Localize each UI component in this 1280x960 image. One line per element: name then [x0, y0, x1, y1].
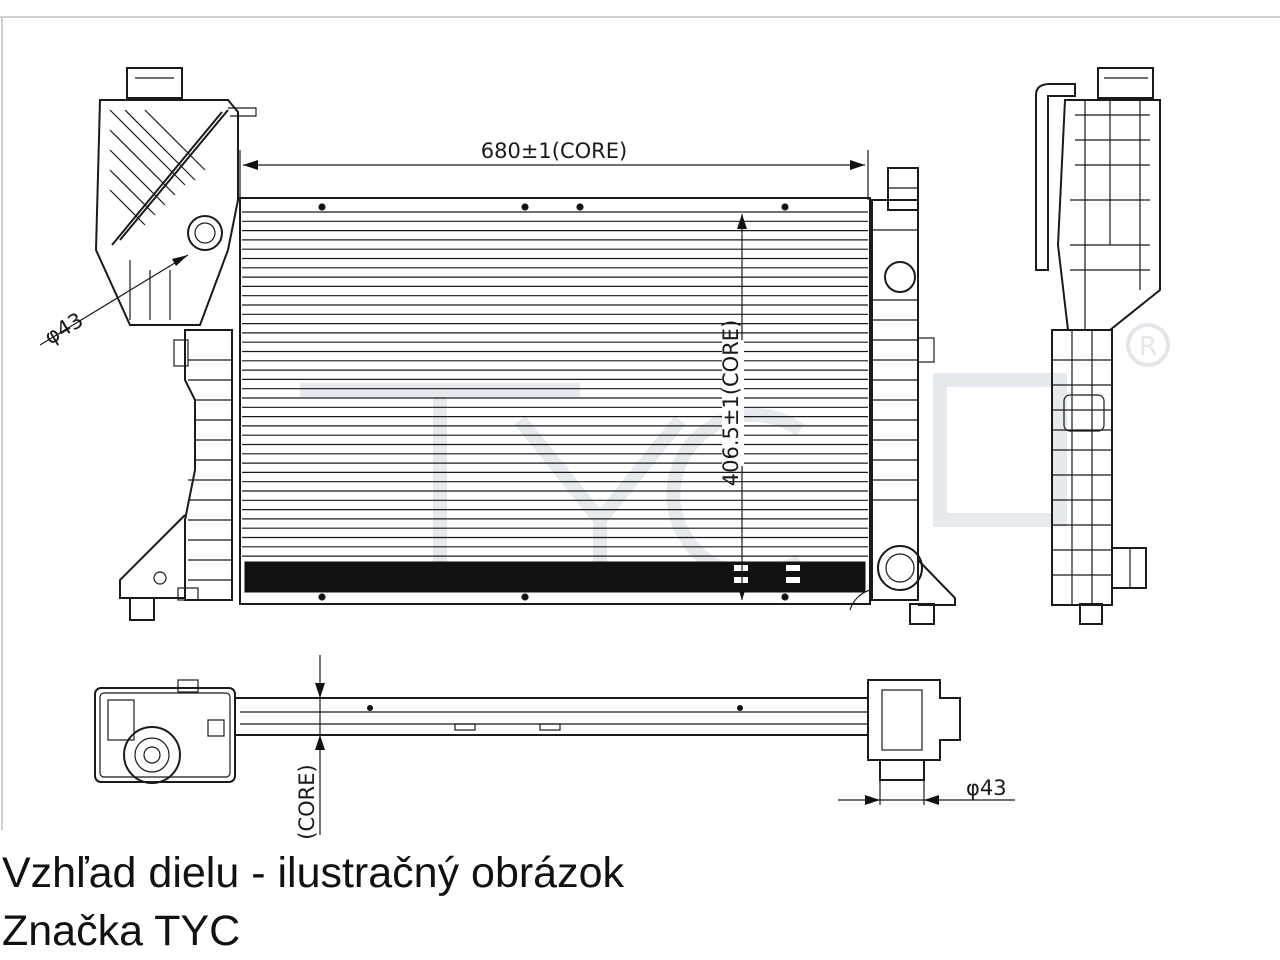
caption-illustrative-note: Vzhľad dielu - ilustračný obrázok — [2, 849, 625, 897]
registered-mark: R — [1139, 332, 1157, 362]
radiator-technical-drawing: R — [0, 16, 1280, 840]
left-side-tank — [119, 329, 233, 621]
right-outlet-pipe — [877, 545, 923, 591]
tank-hatching — [109, 109, 206, 226]
core-fins — [242, 211, 868, 557]
side-outlet-spigot — [1111, 547, 1147, 589]
pipe-bottom-label: φ43 — [966, 776, 1007, 800]
right-side-tank — [849, 167, 956, 625]
top-outlet-pipe — [879, 759, 925, 781]
side-tank-cap — [1097, 67, 1154, 99]
side-view — [1035, 67, 1161, 625]
dimension-pipe-left: φ43 — [39, 254, 189, 349]
caption-brand: Značka TYC — [2, 907, 241, 955]
expansion-tank — [94, 67, 257, 326]
dimension-core-height: 406.5±1(CORE) — [719, 214, 747, 600]
pipe-left-label: φ43 — [40, 308, 87, 349]
top-view: φ43 (CORE) — [94, 655, 1015, 840]
core-bottom-strip — [244, 561, 866, 593]
tank-port — [187, 215, 223, 251]
front-view: 680±1(CORE) 406.5±1(CORE) φ43 — [39, 67, 956, 625]
tank-cap — [126, 67, 183, 99]
left-mount-foot — [129, 597, 155, 621]
top-tank-cap — [123, 726, 181, 784]
dimension-core-width: 680±1(CORE) — [239, 139, 869, 200]
core-width-label: 680±1(CORE) — [481, 139, 627, 163]
core-depth-label: (CORE) — [295, 764, 319, 839]
right-top-spigot — [887, 167, 919, 211]
right-mount-foot — [909, 603, 935, 625]
right-upper-port — [884, 261, 916, 293]
radiator-core — [239, 197, 871, 605]
registered-mark-circle — [1126, 323, 1170, 367]
side-mount-foot — [1079, 603, 1103, 625]
core-height-label: 406.5±1(CORE) — [719, 320, 743, 487]
top-tank-body — [94, 687, 236, 783]
